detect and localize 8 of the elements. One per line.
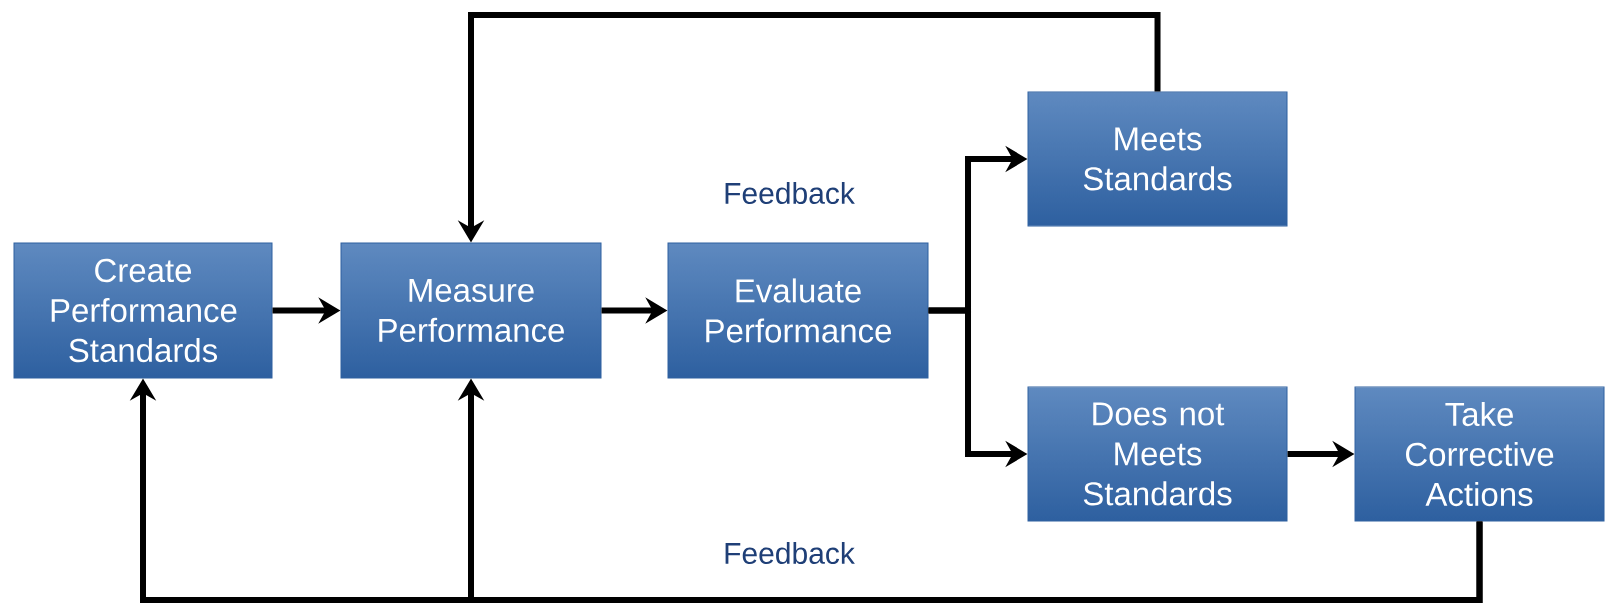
process-box: Create Performance Standards bbox=[13, 242, 273, 379]
process-box: Take Corrective Actions bbox=[1354, 386, 1605, 522]
feedback-label: Feedback bbox=[725, 542, 855, 565]
process-box: Evaluate Performance bbox=[667, 242, 929, 379]
feedback-label: Feedback bbox=[725, 182, 855, 204]
process-box: Measure Performance bbox=[340, 242, 602, 379]
process-box: Meets Standards bbox=[1027, 91, 1288, 227]
process-box: Does not Meets Standards bbox=[1027, 386, 1288, 522]
